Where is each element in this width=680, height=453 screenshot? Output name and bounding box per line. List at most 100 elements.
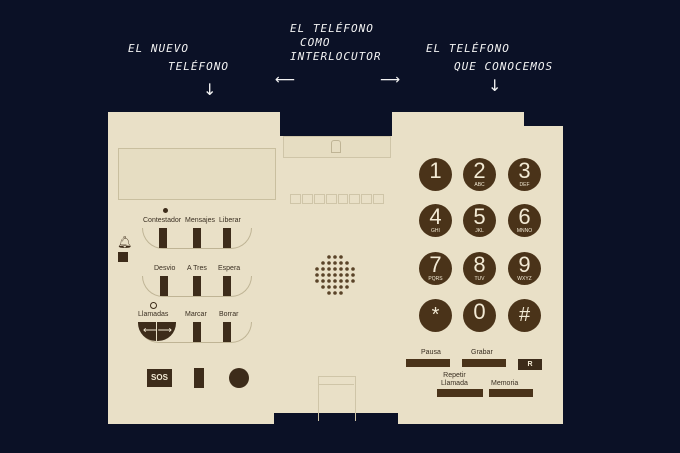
annotation-line: EL NUEVO bbox=[128, 42, 189, 55]
key-letters: GHI bbox=[431, 228, 440, 234]
speaker-hole bbox=[345, 273, 349, 277]
annotation-line: EL TELÉFONO bbox=[426, 42, 510, 55]
key-digit: 7 bbox=[429, 252, 442, 277]
top-notch bbox=[280, 112, 392, 136]
annotation-interlocutor: EL TELÉFONO COMO INTERLOCUTOR bbox=[290, 22, 381, 64]
key-digit: # bbox=[518, 304, 531, 326]
speaker-hole bbox=[333, 261, 337, 265]
speaker-hole bbox=[315, 279, 319, 283]
key-letters: JKL bbox=[475, 228, 484, 234]
espera-button[interactable] bbox=[223, 276, 231, 296]
key-digit: 4 bbox=[429, 204, 442, 229]
speaker-hole bbox=[327, 255, 331, 259]
marcar-label: Marcar bbox=[185, 311, 207, 318]
speaker-hole bbox=[345, 279, 349, 283]
speaker-hole bbox=[321, 267, 325, 271]
speaker-hole bbox=[327, 267, 331, 271]
key-hash[interactable]: # bbox=[508, 299, 541, 332]
speaker-hole bbox=[333, 291, 337, 295]
liberar-button[interactable] bbox=[223, 228, 231, 248]
annotation-line: INTERLOCUTOR bbox=[290, 50, 382, 63]
speaker-hole bbox=[321, 279, 325, 283]
speaker-grille bbox=[315, 255, 355, 295]
annotation-line: QUE CONOCEMOS bbox=[454, 60, 554, 73]
sos-button[interactable]: SOS bbox=[147, 369, 172, 387]
mensajes-label: Mensajes bbox=[185, 217, 215, 224]
key-1[interactable]: 1 bbox=[419, 158, 452, 191]
key-digit: 9 bbox=[518, 252, 531, 277]
speaker-hole bbox=[351, 267, 355, 271]
contestador-button[interactable] bbox=[159, 228, 167, 248]
speaker-hole bbox=[315, 267, 319, 271]
speaker-hole bbox=[339, 291, 343, 295]
repetir-llamada-button[interactable] bbox=[437, 389, 483, 397]
annotation-new-phone: EL NUEVO TELÉFONO bbox=[128, 42, 229, 74]
handset-clip bbox=[331, 140, 341, 153]
speaker-hole bbox=[333, 273, 337, 277]
grabar-button[interactable] bbox=[462, 359, 506, 367]
speaker-hole bbox=[327, 291, 331, 295]
arrow-left-icon[interactable]: ⟵ bbox=[143, 325, 158, 336]
key-digit: * bbox=[431, 304, 440, 326]
llamadas-nav-buttons: ⟵ ⟶ bbox=[138, 322, 176, 341]
repetir-label: Repetir Llamada bbox=[441, 372, 468, 388]
bottom-notch bbox=[274, 413, 398, 424]
borrar-label: Borrar bbox=[219, 311, 239, 318]
top-right-notch bbox=[524, 112, 563, 126]
speaker-hole bbox=[321, 285, 325, 289]
annotation-line: EL TELÉFONO bbox=[290, 22, 374, 35]
key-digit: 6 bbox=[518, 204, 531, 229]
bar-button[interactable] bbox=[194, 368, 204, 388]
memoria-label: Memoria bbox=[491, 380, 519, 387]
annotation-line: COMO bbox=[300, 36, 331, 49]
borrar-button[interactable] bbox=[223, 322, 231, 342]
speaker-hole bbox=[339, 285, 343, 289]
bell-icon: 🔔︎ bbox=[117, 235, 133, 249]
ringer-button[interactable] bbox=[118, 252, 128, 262]
speaker-hole bbox=[339, 279, 343, 283]
speaker-hole bbox=[339, 273, 343, 277]
key-0[interactable]: 0 bbox=[463, 299, 496, 332]
speaker-hole bbox=[333, 285, 337, 289]
speaker-hole bbox=[333, 267, 337, 271]
arrow-right-icon: ⟶ bbox=[380, 72, 401, 88]
repetir-line: Repetir bbox=[443, 372, 466, 379]
speaker-hole bbox=[333, 279, 337, 283]
speaker-hole bbox=[339, 267, 343, 271]
r-button[interactable]: R bbox=[518, 359, 542, 370]
desvio-button[interactable] bbox=[160, 276, 168, 296]
key-letters: TUV bbox=[474, 276, 485, 282]
mensajes-button[interactable] bbox=[193, 228, 201, 248]
arrow-down-icon: ↓ bbox=[488, 76, 502, 95]
llamada-line: Llamada bbox=[441, 380, 468, 387]
key-star[interactable]: * bbox=[419, 299, 452, 332]
contestador-led bbox=[163, 208, 168, 213]
arrow-right-icon[interactable]: ⟶ bbox=[157, 325, 172, 336]
arrow-left-icon: ⟵ bbox=[275, 72, 296, 88]
indicator-strip bbox=[290, 194, 384, 204]
desvio-label: Desvio bbox=[154, 265, 176, 272]
key-digit: 5 bbox=[473, 204, 486, 229]
a-tres-button[interactable] bbox=[193, 276, 201, 296]
handset-tab bbox=[283, 136, 391, 158]
pausa-label: Pausa bbox=[421, 349, 441, 356]
llamadas-led bbox=[150, 302, 157, 309]
pausa-button[interactable] bbox=[406, 359, 450, 367]
key-digit: 3 bbox=[518, 158, 531, 183]
marcar-button[interactable] bbox=[193, 322, 201, 342]
bottom-tab bbox=[318, 376, 356, 421]
speaker-hole bbox=[321, 261, 325, 265]
round-button[interactable] bbox=[229, 368, 249, 388]
speaker-hole bbox=[351, 279, 355, 283]
lcd-display bbox=[118, 148, 276, 200]
arrow-down-icon: ↓ bbox=[203, 80, 217, 99]
memoria-button[interactable] bbox=[489, 389, 533, 397]
